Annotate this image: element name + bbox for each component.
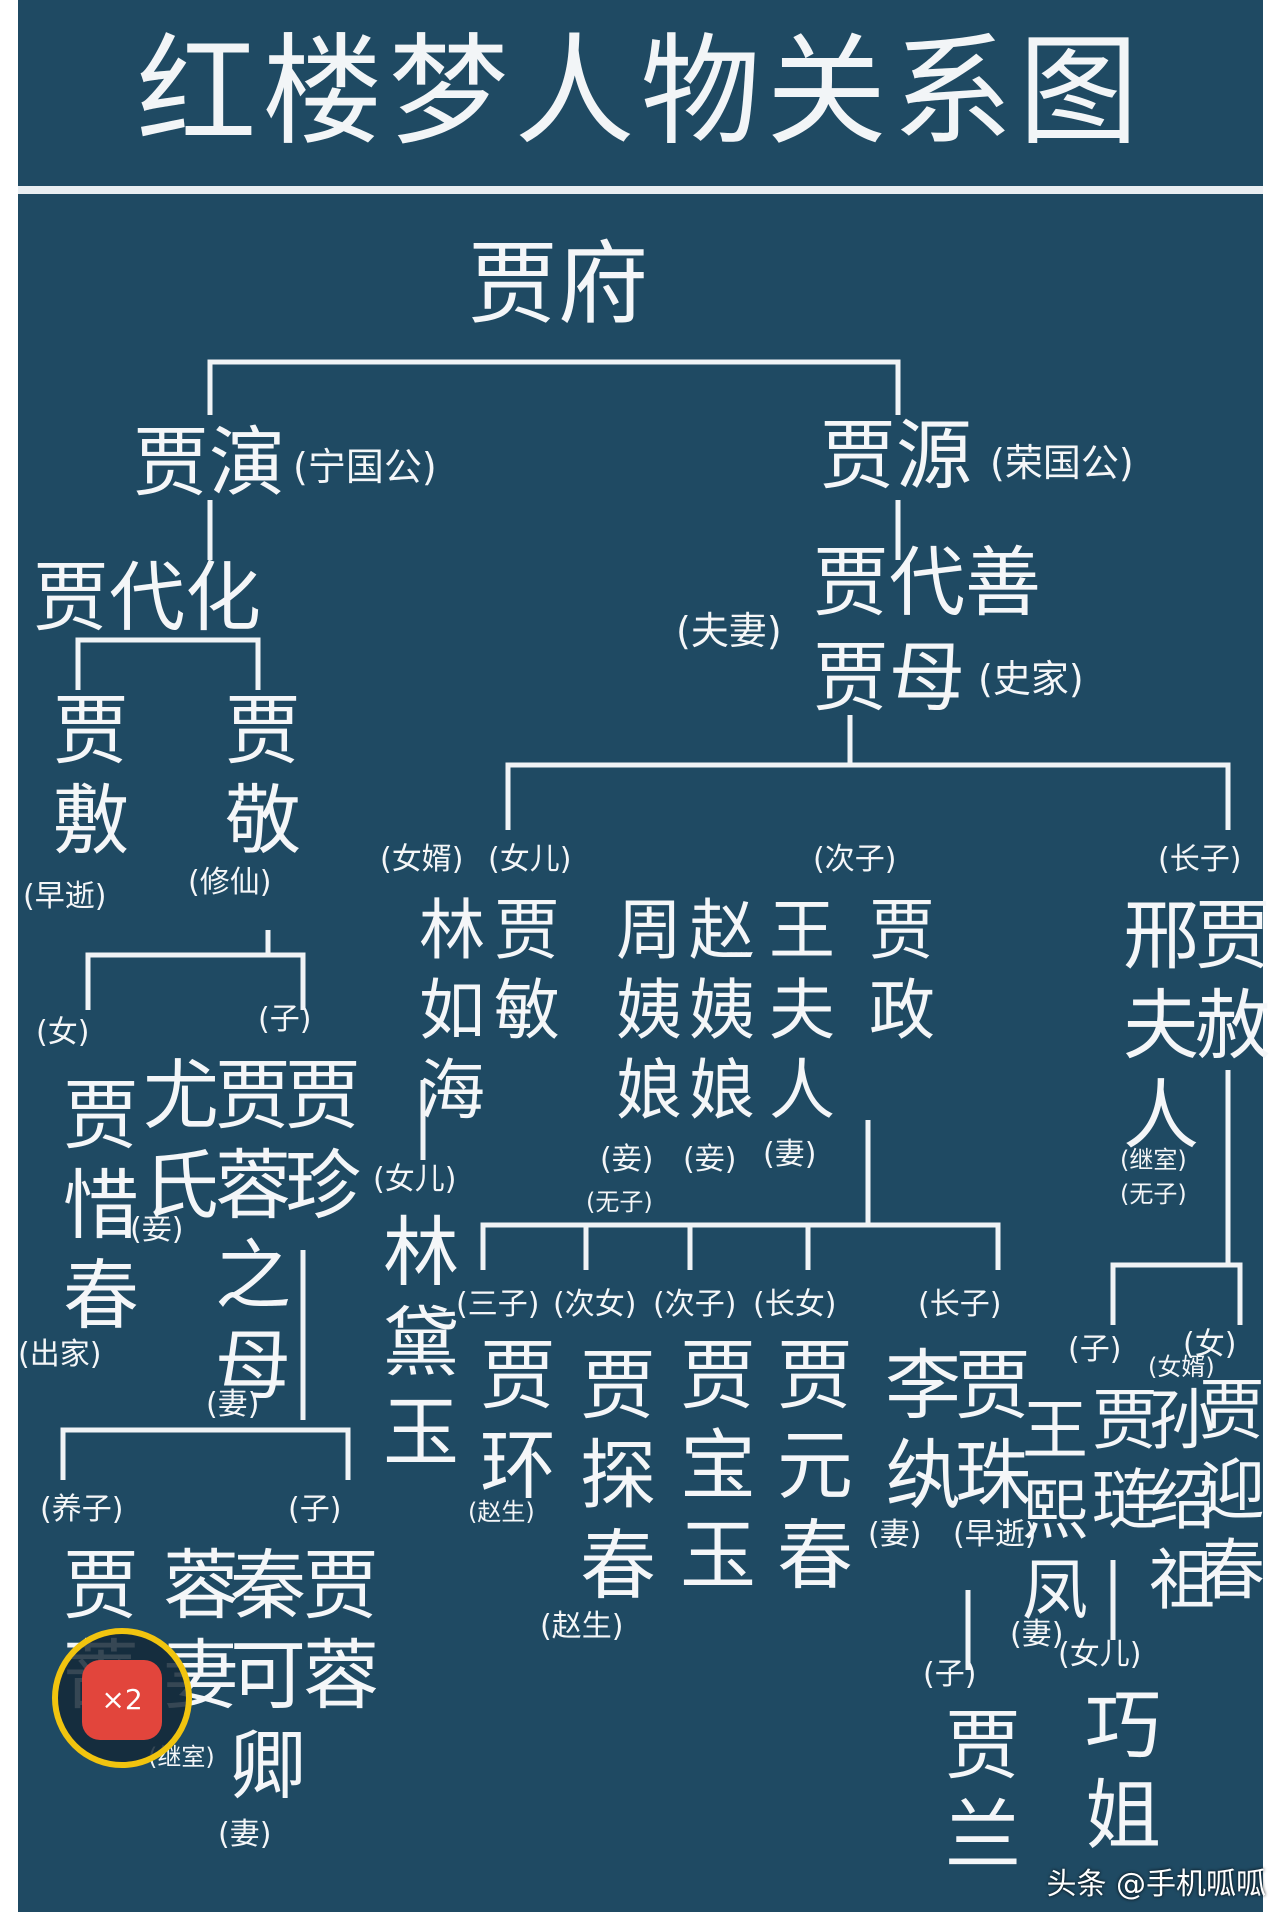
role-jiaqiang: (养子) (40, 1492, 124, 1527)
role-linruhai: (女婿) (380, 842, 464, 877)
note-qi-rong-mother: (妻) (206, 1387, 260, 1422)
node-jiayuan: 贾源 (820, 411, 972, 500)
node-jiayuanchun: 贾元春 (764, 1335, 853, 1605)
role-jialan: (子) (923, 1657, 977, 1692)
role-qiaojie: (女儿) (1058, 1637, 1142, 1672)
note-wuzi-zhou: (无子) (586, 1188, 653, 1216)
note-qi-wang: (妻) (763, 1137, 817, 1172)
node-qinkeqing: 秦可卿 (217, 1545, 306, 1815)
node-jiajing: 贾敬 (212, 690, 301, 870)
node-jiaxichun: 贾惜春 (50, 1075, 139, 1345)
node-jiayan: 贾演 (133, 418, 285, 507)
note-qi-xifeng: (妻) (1010, 1617, 1064, 1652)
line-daihua-children (75, 637, 261, 690)
line-jing-children (85, 930, 306, 1010)
node-jiadaishan: 贾代善 (813, 538, 1041, 627)
role-daiyu: (女儿) (373, 1162, 457, 1197)
note-shijia: (史家) (978, 657, 1084, 701)
red-packet-icon: ×2 (82, 1660, 162, 1740)
node-jiashe: 贾赦 (1182, 895, 1271, 1075)
node-jiamu: 贾母 (813, 633, 965, 722)
title-bar: 红楼梦人物关系图 (18, 0, 1263, 186)
title-divider (18, 186, 1263, 194)
page-title: 红楼梦人物关系图 (136, 23, 1145, 162)
note-qi-liwan: (妻) (868, 1517, 922, 1552)
node-sunshaozu: 孙绍祖 (1138, 1385, 1215, 1625)
node-qiaojie: 巧姐 (1072, 1685, 1161, 1865)
node-jiarong: 贾蓉 (290, 1545, 379, 1725)
node-jiazhu: 贾珠 (942, 1345, 1031, 1525)
node-lindaiyu: 林黛玉 (370, 1212, 459, 1482)
node-jiahuan: 贾环 (467, 1335, 556, 1515)
role-xichun: (女) (36, 1015, 90, 1050)
note-qie-zhao: (妾) (683, 1142, 737, 1177)
role-jiazhu: (长子) (918, 1287, 1002, 1322)
node-jiazheng: 贾政 (858, 895, 935, 1055)
note-qi-keqing: (妻) (218, 1817, 272, 1852)
watermark: 头条 @手机呱呱 (1046, 1867, 1266, 1902)
node-wangxifeng: 王熙凤 (1011, 1395, 1088, 1635)
node-jiatanchun: 贾探春 (567, 1345, 656, 1615)
node-jialian: 贾琏 (1081, 1385, 1158, 1545)
role-sunshaozu: (女婿) (1148, 1353, 1215, 1381)
role-jiahuan: (三子) (456, 1287, 540, 1322)
note-zhaosheng-huan: (赵生) (468, 1498, 535, 1526)
role-jiazheng: (次子) (813, 842, 897, 877)
node-jiayingchun: 贾迎春 (1188, 1375, 1265, 1615)
line-zheng-children (480, 1120, 1001, 1270)
note-chujia: (出家) (18, 1337, 102, 1372)
note-zhaosheng-tan: (赵生) (540, 1609, 624, 1644)
node-zhouyiniang: 周姨娘 (605, 895, 682, 1135)
role-jiamin: (女儿) (488, 842, 572, 877)
node-jiamin: 贾敏 (483, 895, 560, 1055)
note-fuqi: (夫妻) (676, 609, 782, 653)
note-xiuxian: (修仙) (188, 865, 272, 900)
note-rongguogong: (荣国公) (990, 441, 1134, 485)
node-youshi: 尤氏 (130, 1055, 219, 1235)
role-jiazhen: (子) (258, 1002, 312, 1037)
line-root-branch (207, 359, 901, 415)
chart-background: 红楼梦人物关系图 贾府 贾演 (宁国公) 贾代化 贾敷 (早逝) 贾敬 (修仙)… (18, 0, 1271, 1912)
note-qie-zhou: (妾) (600, 1142, 654, 1177)
node-liwan: 李纨 (872, 1345, 961, 1525)
role-yuanchun: (长女) (753, 1287, 837, 1322)
note-qie-rong-mother: (妾) (130, 1212, 184, 1247)
note-jishi-xing: (继室) (1120, 1146, 1187, 1174)
reward-badge[interactable]: ×2 (52, 1628, 192, 1768)
relationship-lines (60, 359, 1243, 1670)
note-zaoshi: (早逝) (23, 879, 107, 914)
note-ningguogong: (宁国公) (293, 445, 437, 489)
node-jialan: 贾兰 (932, 1705, 1021, 1885)
note-zaoshi-zhu: (早逝) (953, 1517, 1037, 1552)
node-jiazhen: 贾珍 (272, 1055, 361, 1235)
role-tanchun: (次女) (553, 1287, 637, 1322)
node-linruhai: 林如海 (408, 895, 485, 1135)
node-xingfuren: 邢夫人 (1110, 895, 1199, 1165)
node-jiarong-mother: 贾蓉之母 (202, 1055, 291, 1415)
role-jialian: (子) (1068, 1332, 1122, 1367)
node-wangfuren: 王夫人 (758, 895, 835, 1135)
role-yingchun: (女) (1183, 1327, 1237, 1362)
line-she-children (1110, 1070, 1243, 1325)
node-jiabaoyu: 贾宝玉 (667, 1335, 756, 1605)
line-jiamu-children (505, 715, 1231, 830)
node-jiafu-elder: 贾敷 (40, 690, 129, 870)
role-she: (长子) (1158, 842, 1242, 877)
note-wuzi-xing: (无子) (1120, 1180, 1187, 1208)
node-jiafu-root: 贾府 (468, 232, 648, 337)
role-jiarong: (子) (288, 1492, 342, 1527)
node-zhaoyiniang: 赵姨娘 (678, 895, 755, 1135)
node-jiadaihua: 贾代化 (33, 553, 261, 642)
role-baoyu: (次子) (653, 1287, 737, 1322)
line-zhen-rong (60, 1250, 351, 1480)
